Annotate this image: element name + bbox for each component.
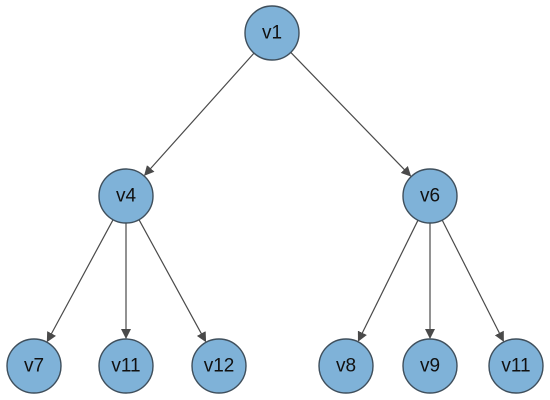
edge-v4-v12 — [138, 219, 207, 343]
node-v1: v1 — [244, 5, 300, 61]
node-label: v9 — [420, 356, 440, 377]
edge-v1-v6 — [290, 51, 412, 177]
node-circle — [244, 5, 300, 61]
node-circle — [98, 338, 154, 394]
node-label: v8 — [336, 356, 356, 377]
node-v8: v8 — [318, 338, 374, 394]
node-v4: v4 — [98, 168, 154, 224]
node-circle — [6, 338, 62, 394]
edge-v6-v8 — [357, 219, 419, 342]
node-label: v1 — [262, 23, 282, 44]
node-circle — [402, 168, 458, 224]
node-label: v7 — [24, 356, 44, 377]
node-v11-right: v11 — [488, 338, 544, 394]
node-circle — [191, 338, 247, 394]
node-circle — [318, 338, 374, 394]
node-label: v6 — [420, 186, 440, 207]
node-v11-left: v11 — [98, 338, 154, 394]
node-circle — [488, 338, 544, 394]
node-v7: v7 — [6, 338, 62, 394]
node-label: v12 — [204, 356, 235, 377]
edge-v1-v4 — [144, 52, 255, 176]
node-v6: v6 — [402, 168, 458, 224]
node-label: v4 — [116, 186, 137, 207]
node-circle — [98, 168, 154, 224]
node-label: v11 — [111, 356, 140, 377]
node-v12: v12 — [191, 338, 247, 394]
edge-v4-v7 — [46, 219, 114, 343]
node-label: v11 — [501, 356, 530, 377]
node-v9: v9 — [402, 338, 458, 394]
node-circle — [402, 338, 458, 394]
edge-v6-v11 — [441, 219, 504, 342]
